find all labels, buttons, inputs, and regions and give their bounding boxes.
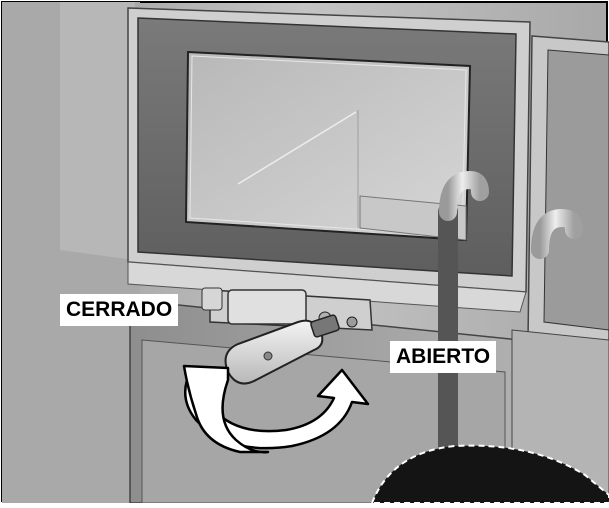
glass-reflection-line	[237, 111, 357, 185]
door-handle-left-top	[439, 170, 489, 221]
door-handle-right-top	[531, 208, 583, 259]
latch-screw	[346, 316, 358, 328]
right-door-frame	[543, 49, 609, 331]
curved-rotation-arrow-tail	[182, 364, 270, 454]
latch-block	[227, 289, 307, 325]
door-trim	[127, 261, 527, 313]
label-closed: CERRADO	[60, 294, 179, 326]
latch-key	[224, 314, 340, 385]
label-open: ABIERTO	[390, 341, 497, 373]
latch-end-cap	[201, 287, 223, 311]
zoom-detail-circle	[370, 444, 609, 504]
left-panel	[60, 2, 135, 260]
